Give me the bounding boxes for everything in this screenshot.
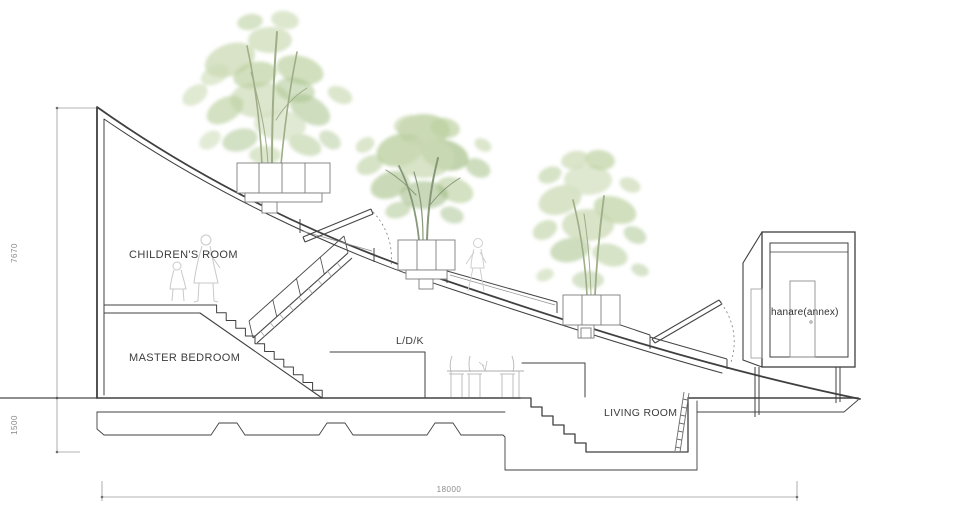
roof-hatch-1 (299, 208, 392, 267)
label-living-room: LIVING ROOM (604, 407, 677, 419)
dimension-width-total: 18000 (437, 485, 462, 494)
tree-planters (236, 162, 621, 339)
annex-structure (742, 231, 856, 417)
tree-1-foliage (182, 10, 353, 164)
figures-childrens-room (169, 234, 221, 303)
living-room-ladder (674, 391, 690, 453)
roof-hatch-3 (649, 299, 735, 369)
dimension-ticks (55, 106, 799, 499)
label-master-bedroom: MASTER BEDROOM (129, 352, 240, 364)
label-ldk: L/D/K (396, 335, 424, 347)
tree-2-foliage (355, 114, 492, 224)
figure-on-roof (465, 238, 487, 292)
roof-curb-a (446, 270, 558, 313)
tree-trunks (246, 31, 605, 296)
tree-3-foliage (532, 149, 649, 289)
dimension-height-upper: 7670 (10, 243, 19, 263)
dimension-height-lower: 1500 (10, 415, 19, 435)
dining-table-and-chairs (447, 355, 524, 397)
dimension-lines (56, 107, 798, 501)
roof-access-stair (248, 235, 353, 344)
label-annex: hanare(annex) (771, 307, 839, 318)
label-childrens-room: CHILDREN'S ROOM (129, 249, 238, 261)
